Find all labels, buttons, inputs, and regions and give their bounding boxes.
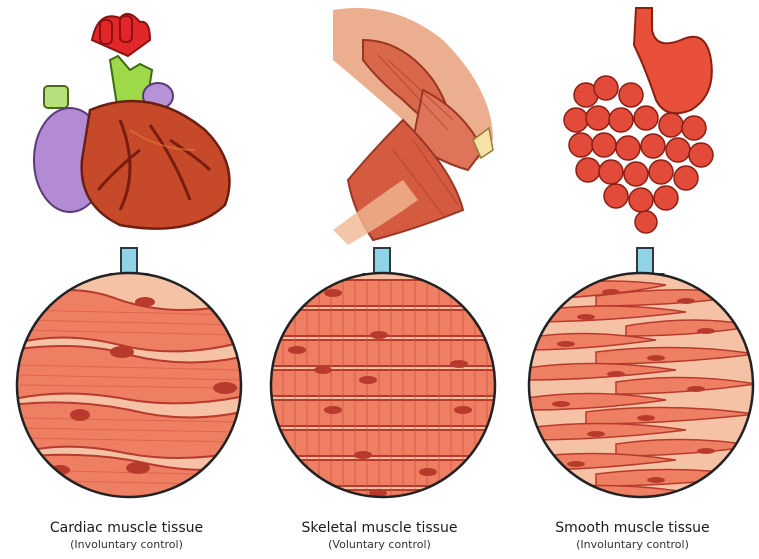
skeletal-tissue-circle (253, 260, 506, 520)
tissue-control: (Involuntary control) (506, 538, 759, 551)
cardiac-caption: Cardiac muscle tissue (Involuntary contr… (0, 520, 253, 551)
skeletal-panel: Skeletal muscle tissue (Voluntary contro… (253, 0, 506, 559)
tissue-name: Cardiac muscle tissue (0, 520, 253, 536)
skeletal-illustration (253, 0, 506, 559)
smooth-illustration (506, 0, 759, 559)
tissue-control: (Involuntary control) (0, 538, 253, 551)
tissue-control: (Voluntary control) (253, 538, 506, 551)
cardiac-illustration (0, 0, 253, 559)
tissue-name: Skeletal muscle tissue (253, 520, 506, 536)
cardiac-tissue-circle (0, 260, 253, 520)
stomach-intestines-illustration (564, 8, 713, 233)
smooth-tissue-circle (506, 260, 759, 520)
smooth-panel: Smooth muscle tissue (Involuntary contro… (506, 0, 759, 559)
arm-muscle-illustration (333, 8, 493, 245)
cardiac-panel: Cardiac muscle tissue (Involuntary contr… (0, 0, 253, 559)
skeletal-caption: Skeletal muscle tissue (Voluntary contro… (253, 520, 506, 551)
heart-illustration (34, 14, 230, 229)
tissue-name: Smooth muscle tissue (506, 520, 759, 536)
smooth-caption: Smooth muscle tissue (Involuntary contro… (506, 520, 759, 551)
